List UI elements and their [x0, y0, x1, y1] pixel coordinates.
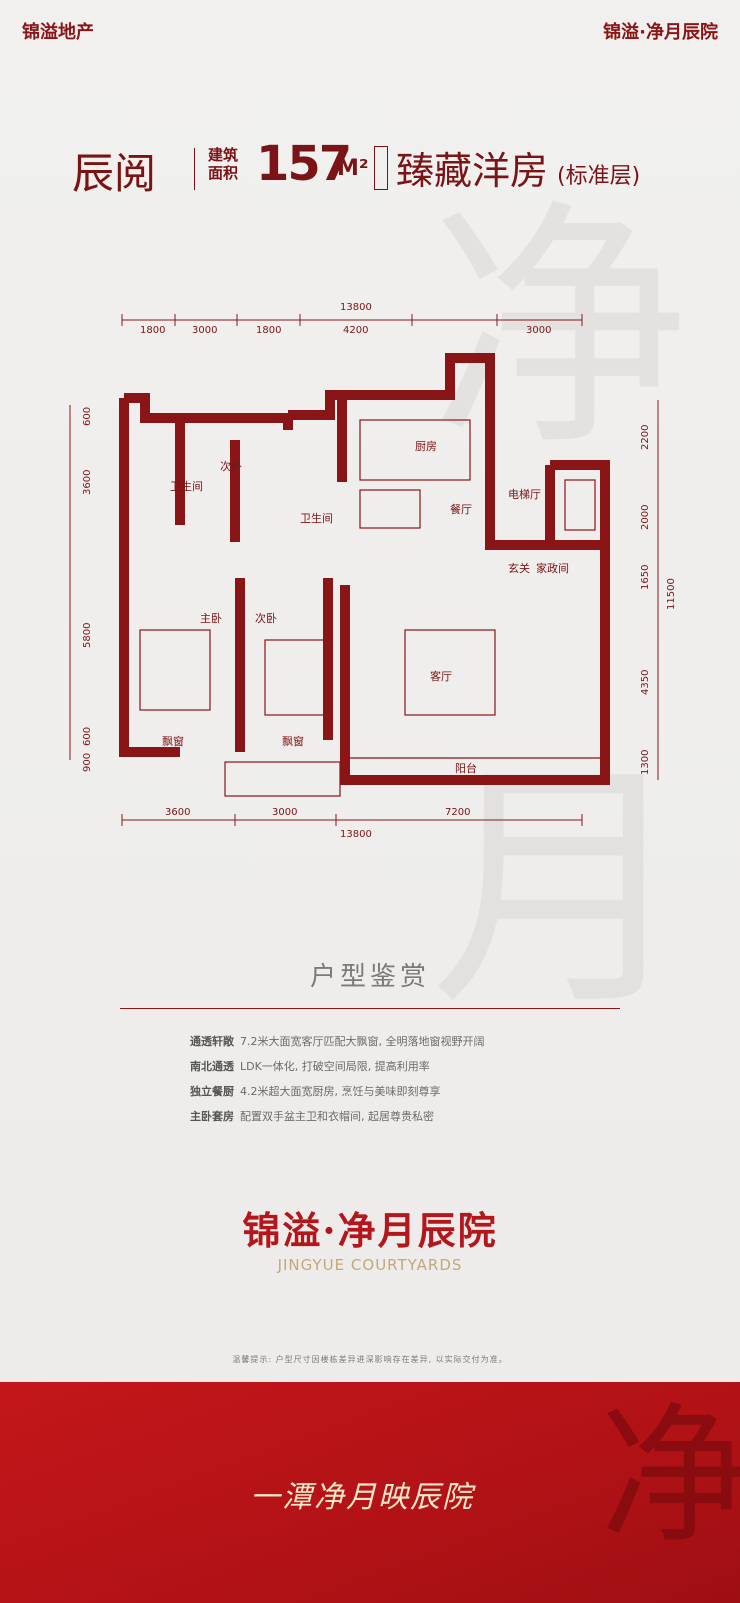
feature-item: 主卧套房配置双手盆主卫和衣帽间, 起居尊贵私密 — [190, 1110, 434, 1123]
room-bath1: 卫生间 — [170, 479, 203, 493]
title-divider — [194, 148, 195, 190]
section-title: 户型鉴赏 — [309, 962, 430, 992]
dim-top-total: 13800 — [340, 302, 372, 313]
dim-top-5: 3000 — [526, 325, 551, 336]
dim-bottom-3: 7200 — [445, 807, 470, 818]
unit-headline: 臻藏洋房 — [396, 149, 549, 193]
section-divider — [120, 1008, 620, 1009]
footer-slogan: 一潭净月映辰院 — [250, 1480, 474, 1515]
room-dining: 餐厅 — [450, 502, 472, 516]
project-logo-english: JINGYUE COURTYARDS — [277, 1256, 463, 1274]
room-bay1: 飘窗 — [162, 734, 184, 748]
dim-right-3: 1650 — [640, 565, 651, 590]
dim-bottom-2: 3000 — [272, 807, 297, 818]
background-calligraphy: 净 — [430, 179, 690, 481]
room-elevator-hall: 电梯厅 — [508, 488, 541, 501]
room-kitchen: 厨房 — [415, 440, 437, 453]
dim-right-2: 2000 — [640, 505, 651, 530]
area-note-box — [374, 146, 388, 190]
unit-subline: (标准层) — [557, 164, 641, 189]
background-calligraphy-2: 月 — [430, 739, 690, 1041]
disclaimer: 温馨提示: 户型尺寸因楼栋差异进深影响存在差异, 以实际交付为准。 — [232, 1355, 508, 1364]
dim-right-4: 4350 — [640, 670, 651, 695]
room-bath2: 卫生间 — [300, 511, 333, 525]
developer-logo: 锦溢地产 — [22, 22, 94, 43]
room-balcony: 阳台 — [455, 761, 477, 775]
dim-right-5: 1300 — [640, 750, 651, 775]
dim-left-1: 600 — [82, 407, 93, 426]
unit-name: 辰阅 — [72, 149, 157, 198]
area-unit: M² — [337, 156, 369, 181]
room-living: 客厅 — [430, 669, 452, 683]
room-bedroom2a: 次卧 — [220, 459, 242, 473]
dim-right-1: 2200 — [640, 425, 651, 450]
dim-right-total: 11500 — [666, 578, 677, 610]
room-foyer: 玄关 — [508, 561, 530, 575]
room-bedroom2b: 次卧 — [255, 611, 277, 625]
project-logo: 锦溢·净月辰院 — [603, 22, 718, 43]
area-value: 157 — [256, 136, 352, 192]
dim-top-1: 1800 — [140, 325, 165, 336]
floor-plan: 卫生间 次卧 卫生间 厨房 餐厅 电梯厅 玄关 家政间 主卧 次卧 客厅 飘窗 … — [60, 302, 677, 840]
footer-calligraphy: 净 — [599, 1390, 740, 1564]
dim-top-4: 4200 — [343, 325, 368, 336]
dim-left-5: 900 — [82, 753, 93, 772]
unit-title: 辰阅 建筑面积 157 M² 臻藏洋房 (标准层) — [72, 136, 692, 200]
dim-left-2: 3600 — [82, 470, 93, 495]
room-housekeeping: 家政间 — [536, 561, 569, 575]
dim-left-4: 600 — [82, 727, 93, 746]
dim-top-2: 3000 — [192, 325, 217, 336]
project-logo-large: 锦溢·净月辰院 — [242, 1208, 498, 1253]
room-bay2: 飘窗 — [282, 734, 304, 748]
dim-bottom-total: 13800 — [340, 829, 372, 840]
dim-left-3: 5800 — [82, 623, 93, 648]
dim-left-total: 11500 — [60, 553, 63, 585]
dim-top-3: 1800 — [256, 325, 281, 336]
area-label: 建筑面积 — [208, 146, 239, 182]
dim-bottom-1: 3600 — [165, 807, 190, 818]
room-master: 主卧 — [200, 612, 222, 625]
footer-banner: 净 一潭净月映辰院 — [0, 1382, 740, 1603]
